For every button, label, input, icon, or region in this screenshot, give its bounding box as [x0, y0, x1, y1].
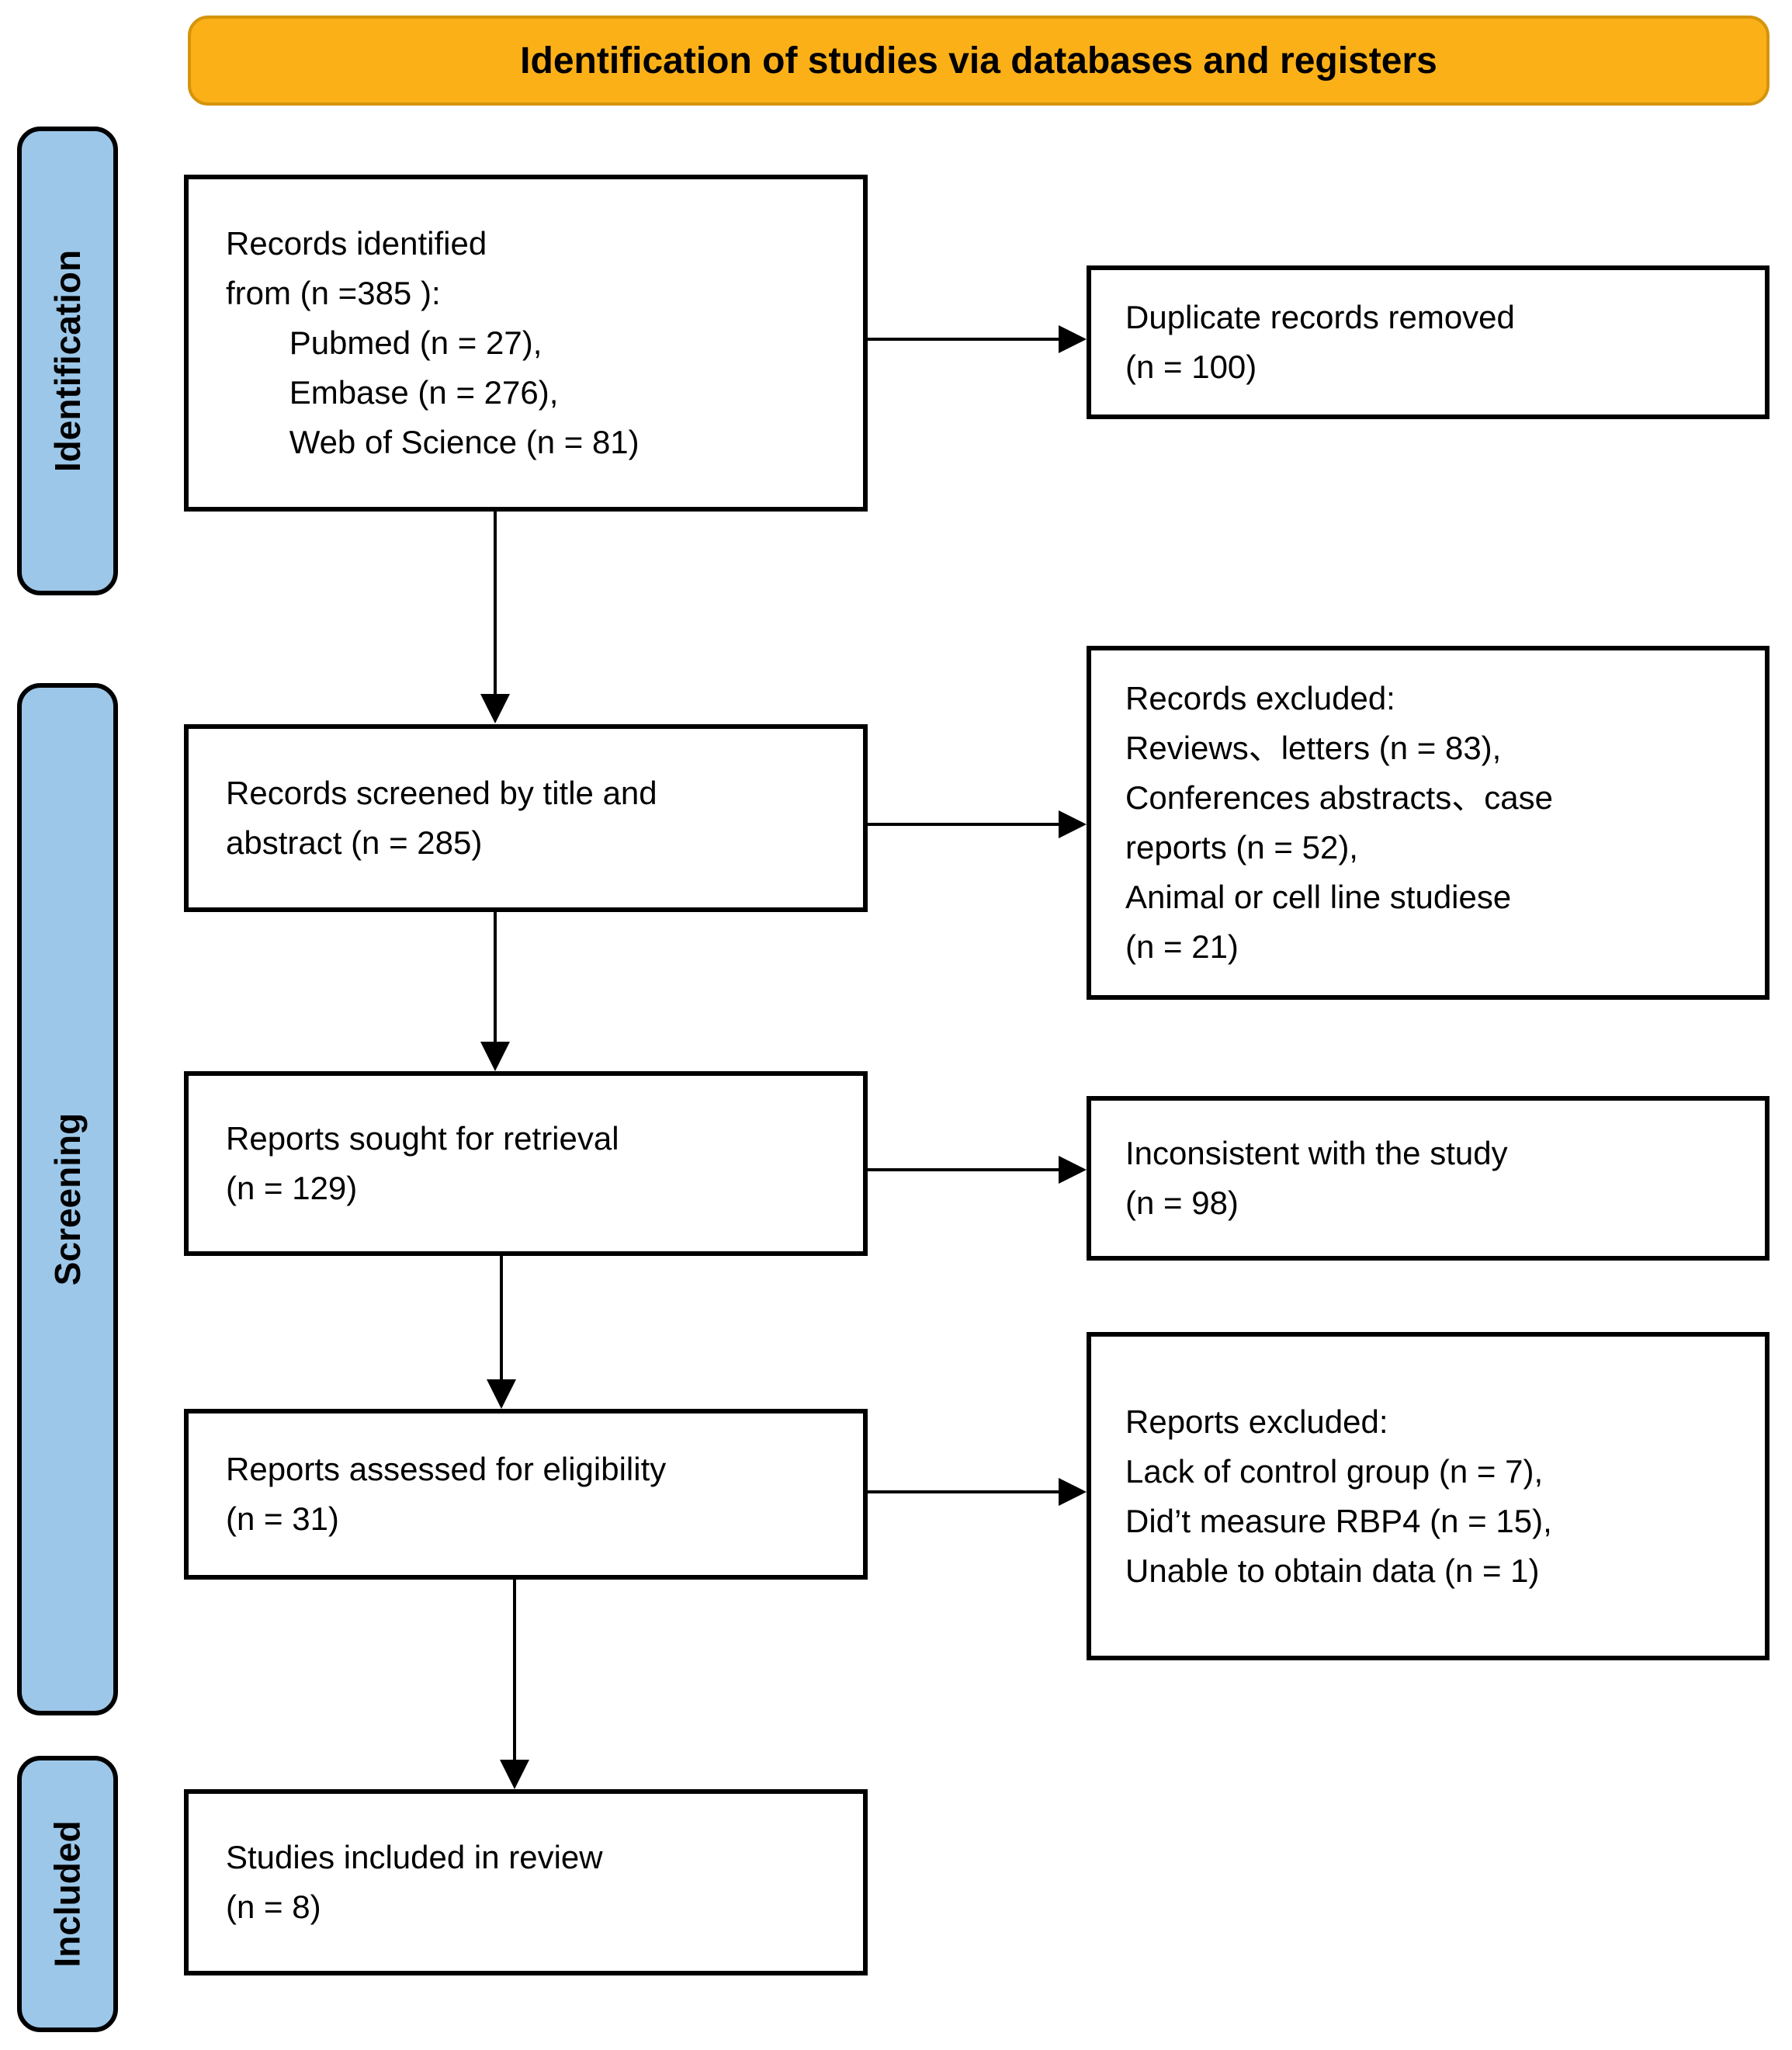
banner: Identification of studies via databases …: [188, 16, 1769, 106]
reports-sought-text: Reports sought for retrieval (n = 129): [226, 1120, 619, 1206]
studies-included-box: Studies included in review (n = 8): [184, 1789, 868, 1975]
arrow-identified-to-screened-shaft: [494, 512, 497, 694]
arrow-right-icon: [1059, 810, 1087, 838]
studies-included-text: Studies included in review (n = 8): [226, 1839, 603, 1925]
reports-assessed-box: Reports assessed for eligibility (n = 31…: [184, 1409, 868, 1580]
arrow-down-icon: [480, 694, 510, 723]
reports-assessed-text: Reports assessed for eligibility (n = 31…: [226, 1451, 667, 1537]
arrow-down-icon: [487, 1379, 516, 1409]
records-identified-box: Records identified from (n =385 ): Pubme…: [184, 175, 868, 512]
arrow-down-icon: [500, 1760, 529, 1789]
stage-identification: Identification: [17, 127, 118, 595]
inconsistent-text: Inconsistent with the study (n = 98): [1125, 1135, 1508, 1221]
arrow-assessed-to-included-shaft: [513, 1580, 516, 1760]
records-screened-text: Records screened by title and abstract (…: [226, 775, 657, 861]
records-identified-text: Records identified from (n =385 ): Pubme…: [226, 225, 640, 460]
arrow-screened-to-sought-shaft: [494, 912, 497, 1042]
stage-included: Included: [17, 1756, 118, 2032]
stage-included-label: Included: [47, 1820, 88, 1968]
arrow-screened-to-excluded-shaft: [868, 823, 1059, 826]
banner-title: Identification of studies via databases …: [520, 40, 1437, 82]
reports-excluded-text: Reports excluded: Lack of control group …: [1125, 1403, 1552, 1589]
reports-excluded-box: Reports excluded: Lack of control group …: [1087, 1332, 1769, 1660]
stage-identification-label: Identification: [47, 249, 88, 473]
arrow-assessed-to-reports-excluded-shaft: [868, 1490, 1059, 1493]
duplicates-removed-box: Duplicate records removed (n = 100): [1087, 265, 1769, 419]
arrow-sought-to-inconsistent-shaft: [868, 1168, 1059, 1171]
records-screened-box: Records screened by title and abstract (…: [184, 724, 868, 912]
duplicates-removed-text: Duplicate records removed (n = 100): [1125, 299, 1515, 385]
stage-screening: Screening: [17, 683, 118, 1715]
arrow-right-icon: [1059, 1156, 1087, 1184]
arrow-right-icon: [1059, 325, 1087, 353]
arrow-down-icon: [480, 1042, 510, 1071]
stage-screening-label: Screening: [47, 1112, 88, 1286]
records-excluded-box: Records excluded: Reviews、letters (n = 8…: [1087, 646, 1769, 1000]
reports-sought-box: Reports sought for retrieval (n = 129): [184, 1071, 868, 1256]
inconsistent-box: Inconsistent with the study (n = 98): [1087, 1096, 1769, 1261]
arrow-right-icon: [1059, 1478, 1087, 1506]
arrow-sought-to-assessed-shaft: [500, 1256, 503, 1379]
records-excluded-text: Records excluded: Reviews、letters (n = 8…: [1125, 680, 1553, 965]
arrow-identified-to-duplicates-shaft: [868, 338, 1059, 341]
